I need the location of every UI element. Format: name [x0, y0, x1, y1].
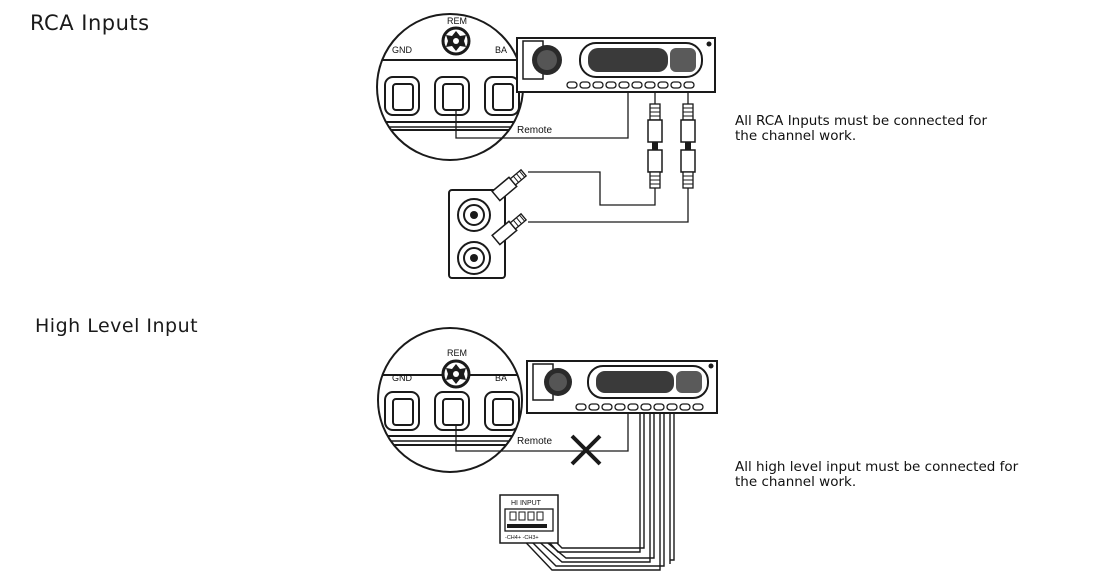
rem-terminal-2 [434, 391, 470, 431]
batt-label: BA [495, 45, 507, 55]
rca-angled-plug-bottom [491, 212, 528, 246]
rca-cables [528, 92, 689, 223]
amp-terminal-magnifier-1: GND REM BA [376, 13, 524, 161]
high-level-note-line-2: the channel work. [735, 474, 857, 490]
batt-terminal [484, 76, 520, 116]
rca-note-line-2: the channel work. [735, 128, 857, 144]
rca-plug-right [680, 103, 696, 189]
gnd-terminal [384, 76, 420, 116]
remote-wire-1 [455, 92, 629, 139]
rem-knob-icon [441, 26, 471, 56]
head-unit-1-buttons [566, 81, 695, 89]
remote-wire-2 [455, 413, 629, 452]
batt-terminal-2 [484, 391, 520, 431]
rca-note: All RCA Inputs must be connected for the… [735, 114, 987, 144]
high-level-section-title: High Level Input [35, 315, 199, 337]
rem-terminal [434, 76, 470, 116]
rca-section-title: RCA Inputs [30, 11, 150, 35]
hi-input-connector: HI INPUT -CH4+ -CH3+ [499, 494, 559, 544]
blocked-x-icon [570, 434, 602, 466]
rem-label-2: REM [447, 348, 467, 358]
rca-jack-bottom [457, 241, 491, 275]
gnd-terminal-2 [384, 391, 420, 431]
rca-jack-panel [448, 168, 528, 279]
rca-jack-top [457, 198, 491, 232]
rca-plug-left [647, 103, 663, 189]
rem-label: REM [447, 16, 467, 26]
gnd-label-2: GND [392, 373, 413, 383]
high-level-note-line-1: All high level input must be connected f… [735, 459, 1019, 475]
rca-angled-plug-top [491, 168, 528, 202]
amp-terminal-magnifier-2: GND REM BA [377, 327, 523, 473]
remote-label-1: Remote [517, 125, 552, 136]
rem-knob-icon-2 [441, 359, 471, 389]
head-unit-2-buttons [575, 403, 704, 411]
gnd-label: GND [392, 45, 413, 55]
high-level-note: All high level input must be connected f… [735, 460, 1018, 490]
hi-input-pins: -CH4+ -CH3+ [505, 535, 539, 541]
head-unit-1 [516, 37, 716, 93]
rca-note-line-1: All RCA Inputs must be connected for [735, 113, 988, 129]
hi-input-label: HI INPUT [511, 500, 542, 507]
batt-label-2: BA [495, 373, 507, 383]
remote-label-2: Remote [517, 436, 552, 447]
head-unit-2 [526, 360, 718, 414]
